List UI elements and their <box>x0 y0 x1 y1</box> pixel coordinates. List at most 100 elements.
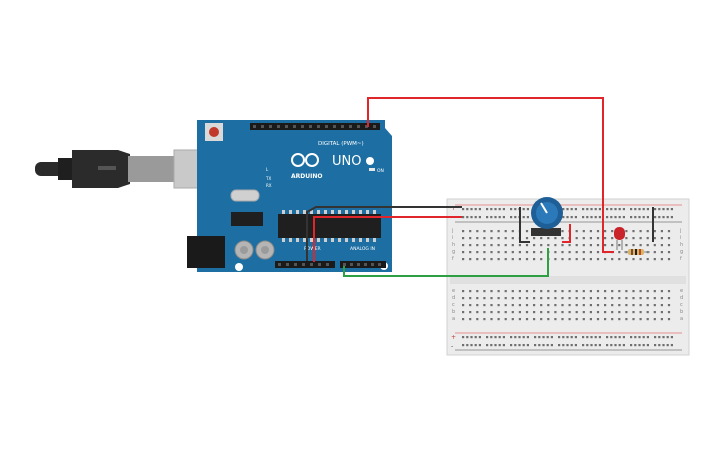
breadboard-hole[interactable] <box>490 318 493 321</box>
breadboard-hole[interactable] <box>490 290 493 293</box>
breadboard-hole[interactable] <box>504 230 507 233</box>
breadboard-hole[interactable] <box>589 258 592 261</box>
breadboard-hole[interactable] <box>594 344 597 347</box>
breadboard-hole[interactable] <box>606 208 609 211</box>
breadboard-hole[interactable] <box>540 237 543 240</box>
breadboard-hole[interactable] <box>476 318 479 321</box>
breadboard-hole[interactable] <box>568 297 571 300</box>
breadboard-hole[interactable] <box>658 344 661 347</box>
breadboard-hole[interactable] <box>653 258 656 261</box>
breadboard-hole[interactable] <box>462 290 465 293</box>
breadboard-hole[interactable] <box>639 258 642 261</box>
breadboard-hole[interactable] <box>462 344 465 347</box>
breadboard-hole[interactable] <box>596 230 600 233</box>
breadboard-hole[interactable] <box>634 216 637 219</box>
breadboard-hole[interactable] <box>470 344 473 347</box>
breadboard-hole[interactable] <box>630 216 633 219</box>
breadboard-hole[interactable] <box>632 258 635 261</box>
breadboard-hole[interactable] <box>476 304 479 307</box>
breadboard-hole[interactable] <box>666 208 669 211</box>
arduino-uno[interactable]: DIGITAL (PWM~) UNO ARDUINO ON L TX RX PO… <box>187 120 392 272</box>
breadboard-hole[interactable] <box>469 251 472 254</box>
breadboard-hole[interactable] <box>642 208 645 211</box>
breadboard-hole[interactable] <box>618 244 621 247</box>
breadboard-hole[interactable] <box>490 258 493 261</box>
breadboard-hole[interactable] <box>534 344 537 347</box>
breadboard-hole[interactable] <box>566 208 569 211</box>
breadboard-hole[interactable] <box>466 344 469 347</box>
breadboard-hole[interactable] <box>490 208 493 211</box>
breadboard-hole[interactable] <box>653 251 656 254</box>
breadboard-hole[interactable] <box>476 230 479 233</box>
breadboard-hole[interactable] <box>554 311 557 314</box>
breadboard-hole[interactable] <box>662 208 665 211</box>
breadboard-hole[interactable] <box>554 251 557 254</box>
breadboard-hole[interactable] <box>568 244 571 247</box>
breadboard-hole[interactable] <box>596 244 600 247</box>
breadboard-hole[interactable] <box>642 336 645 339</box>
breadboard-hole[interactable] <box>582 336 585 339</box>
breadboard-hole[interactable] <box>502 208 505 211</box>
breadboard-hole[interactable] <box>625 258 628 261</box>
breadboard-hole[interactable] <box>594 216 597 219</box>
breadboard-hole[interactable] <box>497 230 500 233</box>
breadboard-hole[interactable] <box>546 336 549 339</box>
breadboard-hole[interactable] <box>518 251 521 254</box>
breadboard-hole[interactable] <box>639 230 642 233</box>
breadboard-hole[interactable] <box>658 216 661 219</box>
breadboard-hole[interactable] <box>660 311 663 314</box>
breadboard-hole[interactable] <box>483 251 486 254</box>
breadboard-hole[interactable] <box>490 251 493 254</box>
breadboard-hole[interactable] <box>667 304 671 307</box>
breadboard-hole[interactable] <box>474 208 477 211</box>
breadboard-hole[interactable] <box>653 318 656 321</box>
breadboard-hole[interactable] <box>562 216 565 219</box>
breadboard-hole[interactable] <box>566 344 569 347</box>
breadboard-hole[interactable] <box>511 237 514 240</box>
breadboard-hole[interactable] <box>533 311 536 314</box>
breadboard-hole[interactable] <box>518 318 521 321</box>
breadboard-hole[interactable] <box>654 344 657 347</box>
breadboard-hole[interactable] <box>566 216 569 219</box>
breadboard-hole[interactable] <box>546 344 549 347</box>
breadboard-hole[interactable] <box>561 244 564 247</box>
breadboard-hole[interactable] <box>632 290 635 293</box>
breadboard-hole[interactable] <box>618 208 621 211</box>
breadboard-hole[interactable] <box>504 237 507 240</box>
breadboard-hole[interactable] <box>618 297 621 300</box>
breadboard-hole[interactable] <box>634 344 637 347</box>
breadboard-hole[interactable] <box>498 344 501 347</box>
breadboard-hole[interactable] <box>625 297 628 300</box>
breadboard-hole[interactable] <box>511 318 514 321</box>
breadboard-hole[interactable] <box>614 216 617 219</box>
breadboard-hole[interactable] <box>568 251 571 254</box>
breadboard-hole[interactable] <box>596 258 600 261</box>
breadboard-hole[interactable] <box>538 336 541 339</box>
breadboard-hole[interactable] <box>596 237 600 240</box>
breadboard-hole[interactable] <box>561 318 564 321</box>
breadboard-hole[interactable] <box>662 336 665 339</box>
breadboard-hole[interactable] <box>660 258 663 261</box>
breadboard-hole[interactable] <box>476 258 479 261</box>
breadboard-hole[interactable] <box>634 336 637 339</box>
breadboard-hole[interactable] <box>540 244 543 247</box>
breadboard-hole[interactable] <box>504 258 507 261</box>
breadboard-hole[interactable] <box>542 344 545 347</box>
breadboard-hole[interactable] <box>547 304 550 307</box>
breadboard-hole[interactable] <box>653 290 656 293</box>
breadboard-hole[interactable] <box>604 290 607 293</box>
breadboard-hole[interactable] <box>646 290 649 293</box>
breadboard-hole[interactable] <box>646 336 649 339</box>
breadboard-hole[interactable] <box>547 311 550 314</box>
breadboard-hole[interactable] <box>606 336 609 339</box>
breadboard-hole[interactable] <box>611 237 614 240</box>
breadboard-hole[interactable] <box>497 251 500 254</box>
breadboard-hole[interactable] <box>604 230 607 233</box>
breadboard-hole[interactable] <box>622 336 625 339</box>
breadboard-hole[interactable] <box>622 208 625 211</box>
breadboard-hole[interactable] <box>526 344 529 347</box>
breadboard-hole[interactable] <box>625 230 628 233</box>
breadboard-hole[interactable] <box>562 344 565 347</box>
breadboard-hole[interactable] <box>667 258 671 261</box>
breadboard-hole[interactable] <box>540 290 543 293</box>
